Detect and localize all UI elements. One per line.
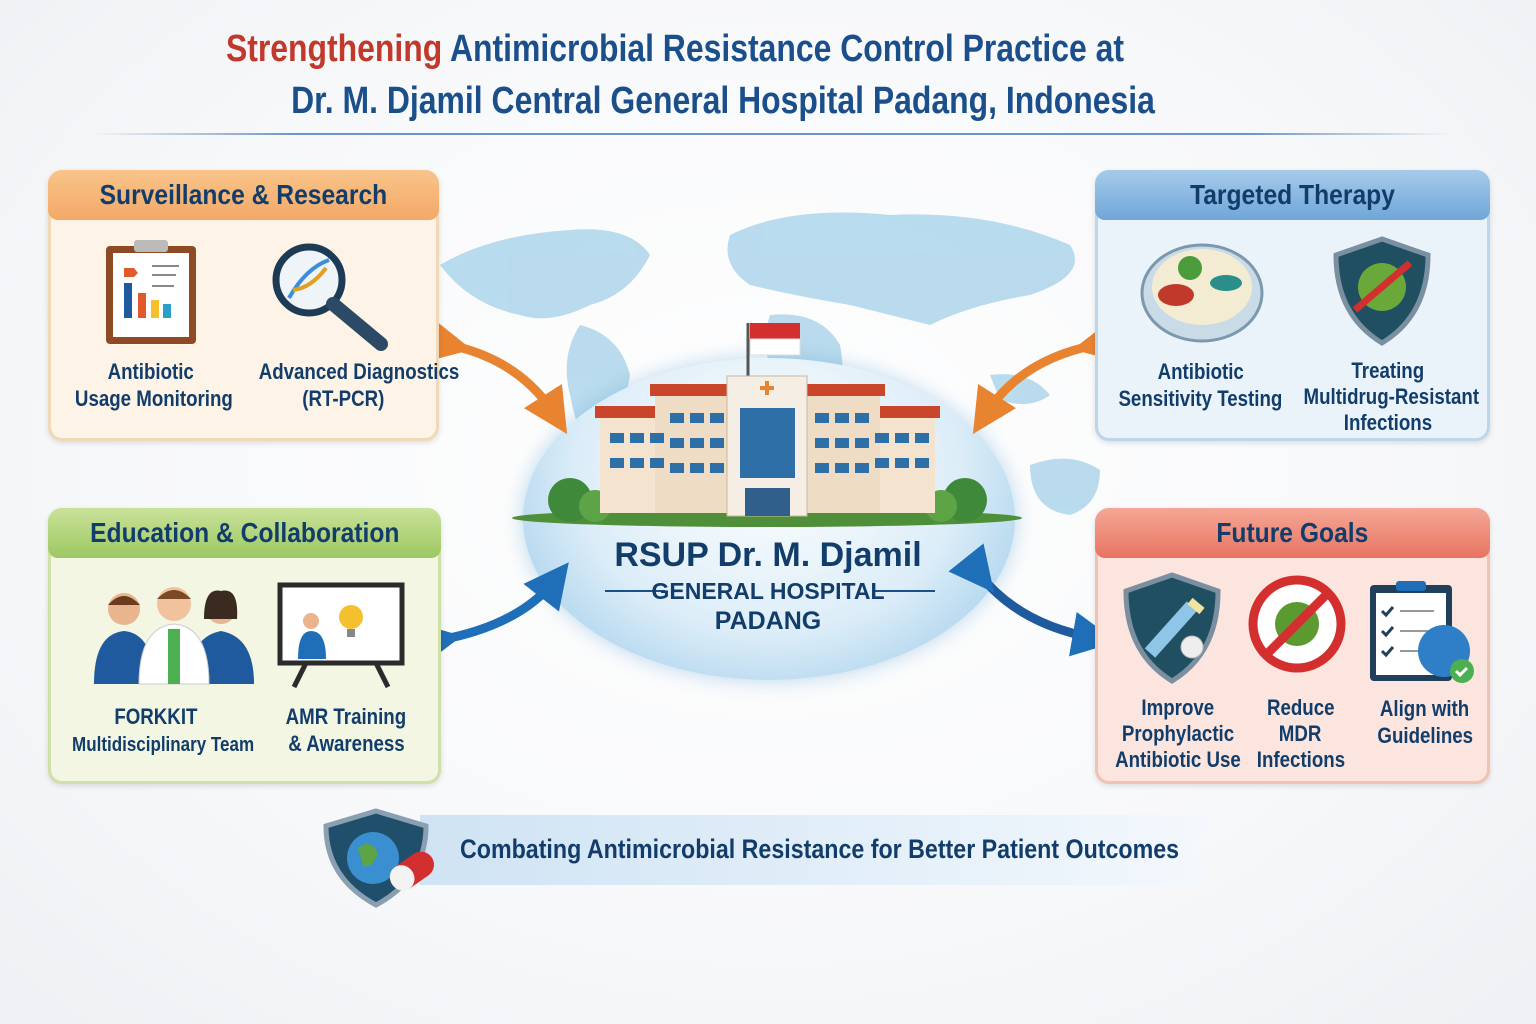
shield-globe-pill-icon xyxy=(323,808,435,908)
dna-magnifier-icon xyxy=(272,243,388,351)
panel-education-title: Education & Collaboration xyxy=(48,508,441,558)
clipboard-chart-icon xyxy=(106,240,196,344)
shield-syringe-icon xyxy=(1123,572,1221,684)
item-amr-training: AMR Training& Awareness xyxy=(285,704,407,756)
no-virus-icon xyxy=(1248,575,1346,673)
hospital-city: PADANG xyxy=(714,607,822,635)
shield-bacteria-icon xyxy=(1333,236,1431,346)
panel-goals-title: Future Goals xyxy=(1095,508,1490,558)
checklist-globe-icon xyxy=(1370,581,1474,683)
title-rest: Antimicrobial Resistance Control Practic… xyxy=(442,28,1125,70)
panel-surveillance-title: Surveillance & Research xyxy=(48,170,439,220)
banner-text: Combating Antimicrobial Resistance for B… xyxy=(460,834,1180,864)
banner-ribbon xyxy=(420,815,1215,885)
arrow-therapy xyxy=(972,318,1122,434)
panel-therapy-title: Targeted Therapy xyxy=(1095,170,1490,220)
hospital-subtitle: GENERAL HOSPITAL xyxy=(651,578,885,604)
subtitle-rule-right xyxy=(875,590,935,592)
petri-dish-icon xyxy=(1140,243,1264,343)
arrow-goals xyxy=(948,543,1118,657)
team-icon xyxy=(94,587,254,685)
presentation-icon xyxy=(277,582,405,689)
hospital-name: RSUP Dr. M. Djamil xyxy=(614,536,922,574)
arrow-surveillance xyxy=(423,318,568,434)
arrow-education xyxy=(413,562,569,667)
title-highlight: Strengthening xyxy=(225,28,443,70)
hospital-building-icon xyxy=(512,323,1022,527)
title-line-1: Strengthening Antimicrobial Resistance C… xyxy=(108,28,1242,71)
title-line-2: Dr. M. Djamil Central General Hospital P… xyxy=(291,80,1155,122)
item-advanced-diagnostics: Advanced Diagnostics(RT-PCR) xyxy=(258,359,460,411)
title-divider xyxy=(92,133,1450,135)
subtitle-rule-left xyxy=(605,590,665,592)
